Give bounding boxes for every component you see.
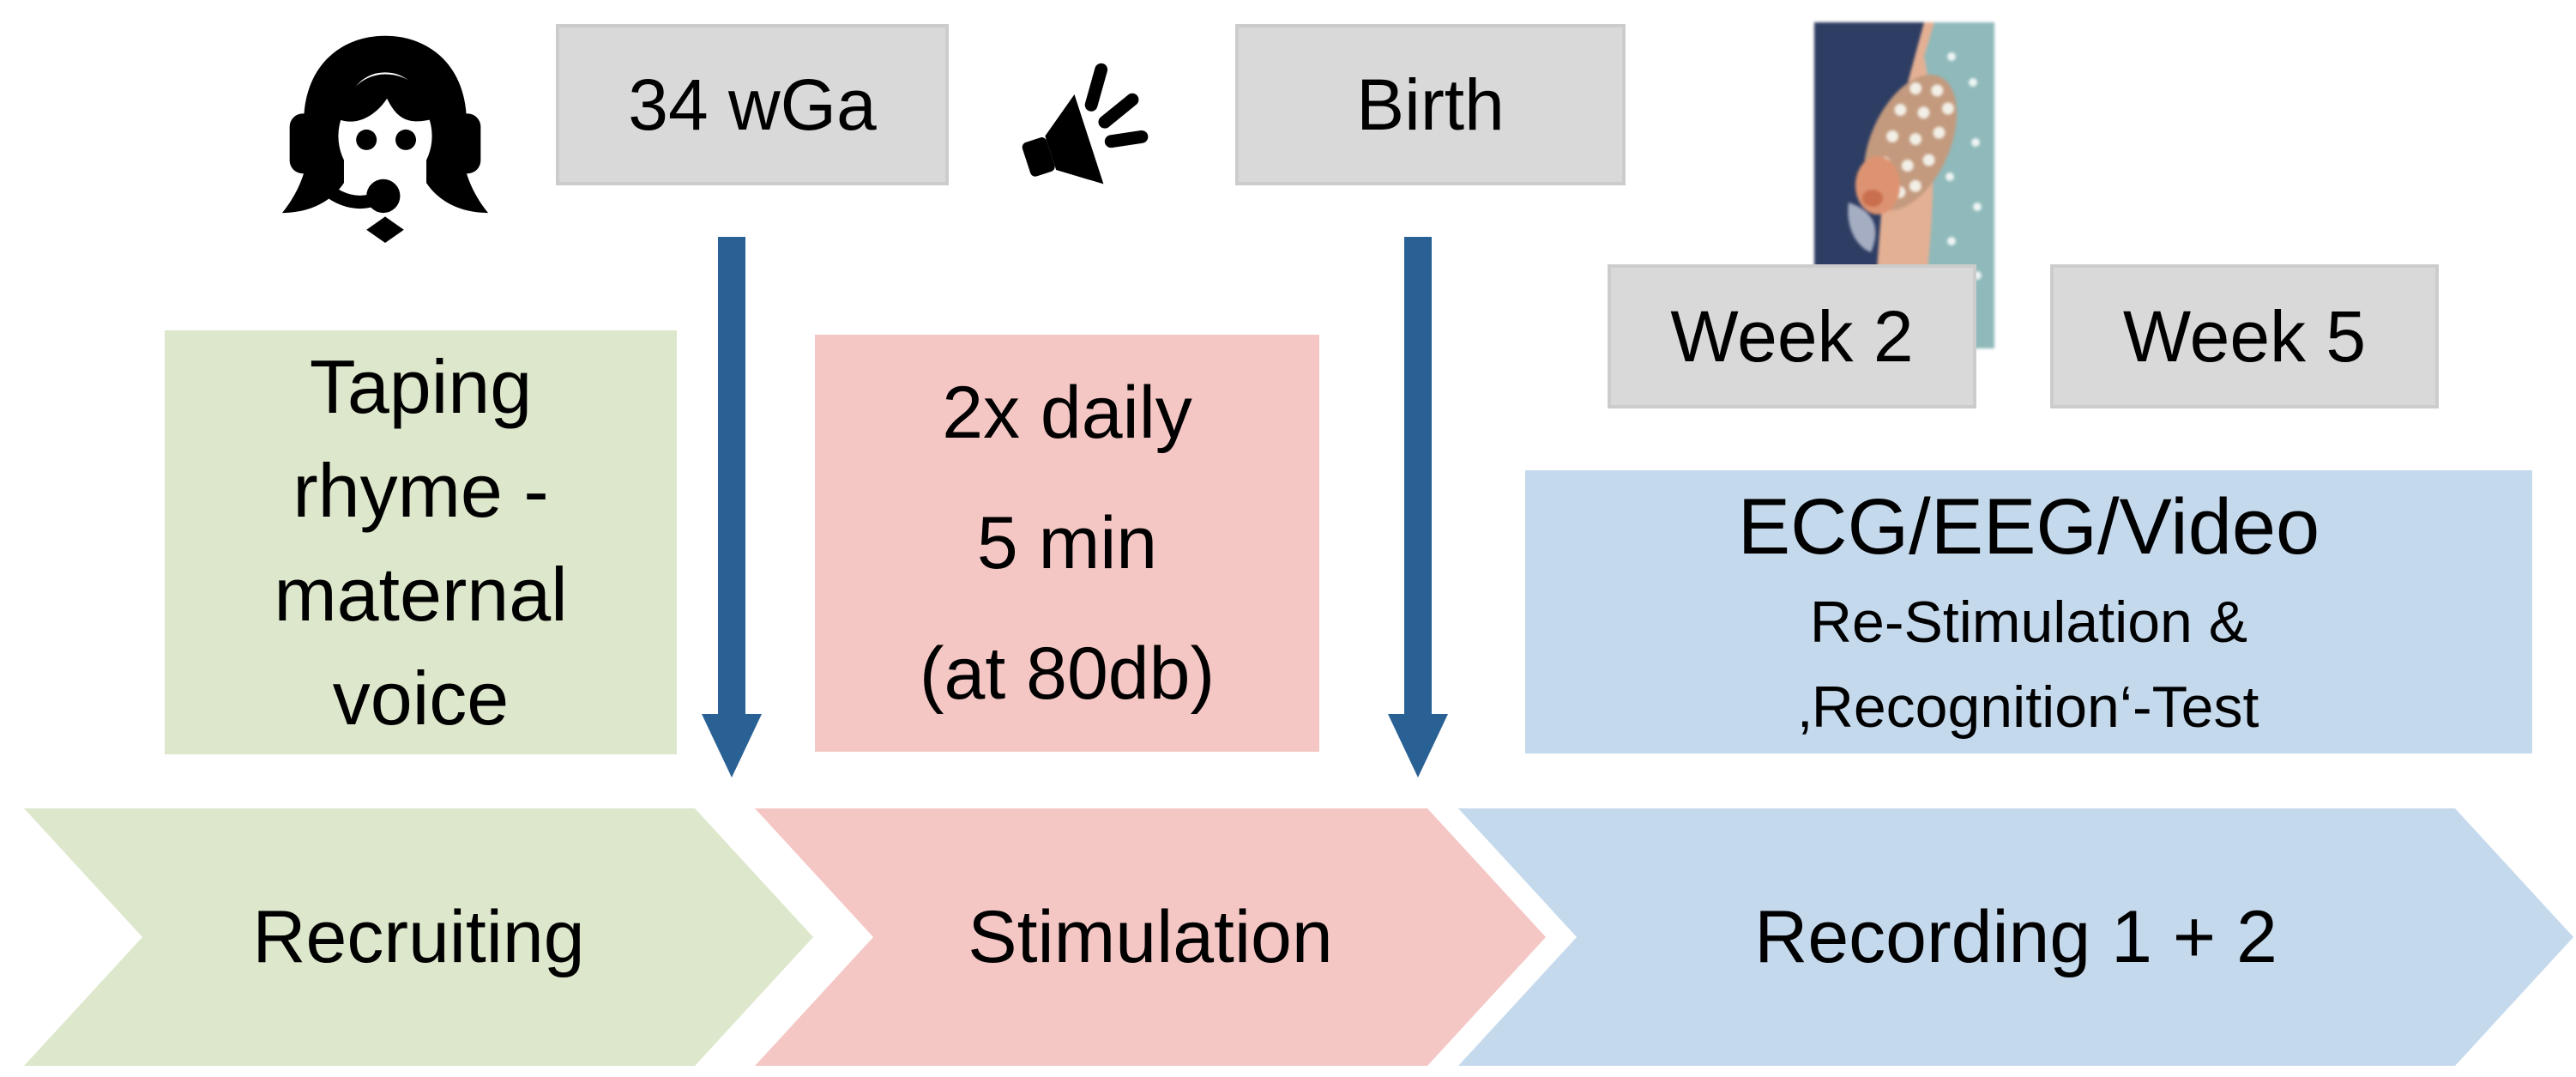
- stage-arrow-stimulation: Stimulation: [755, 808, 1546, 1066]
- recording-detail-box: ECG/EEG/Video Re-Stimulation & ‚Recognit…: [1525, 470, 2532, 753]
- taping-line-2: rhyme -: [293, 448, 549, 533]
- recording-line-1: ECG/EEG/Video: [1737, 483, 2320, 571]
- label-box-birth: Birth: [1235, 24, 1626, 185]
- label-box-week2: Week 2: [1608, 264, 1976, 408]
- down-arrow-birth-icon: [1386, 237, 1450, 779]
- taping-line-1: Taping: [309, 344, 533, 429]
- taping-line-3: maternal: [274, 552, 568, 637]
- taping-line-4: voice: [332, 656, 510, 741]
- down-arrow-34wga-icon-svg: [702, 237, 762, 777]
- label-week2-text: Week 2: [1670, 296, 1914, 377]
- stimulation-line-2: 5 min: [976, 502, 1158, 584]
- taping-rhyme-box: Taping rhyme - maternal voice: [165, 330, 677, 754]
- stage-recruiting-label: Recruiting: [252, 895, 585, 978]
- stage-recording-label: Recording 1 + 2: [1754, 895, 2277, 978]
- stage-arrow-recruiting: Recruiting: [24, 808, 813, 1066]
- stage-stimulation-label: Stimulation: [968, 895, 1333, 978]
- down-arrow-34wga-icon: [700, 237, 763, 779]
- label-34wga-text: 34 wGa: [628, 64, 877, 145]
- headset-operator-icon: [273, 10, 498, 251]
- loudspeaker-icon-svg: [1022, 63, 1149, 185]
- stimulation-line-3: (at 80db): [919, 632, 1216, 715]
- label-week5-text: Week 5: [2122, 296, 2367, 377]
- stimulation-detail-box: 2x daily 5 min (at 80db): [815, 335, 1319, 752]
- label-birth-text: Birth: [1356, 64, 1505, 145]
- stimulation-line-1: 2x daily: [942, 372, 1192, 454]
- label-box-34wga: 34 wGa: [556, 24, 949, 185]
- recording-line-3: ‚Recognition‘-Test: [1798, 675, 2259, 740]
- headset-operator-icon-svg: [281, 35, 489, 243]
- down-arrow-birth-icon-svg: [1388, 237, 1448, 777]
- loudspeaker-icon: [1010, 45, 1163, 227]
- recording-line-2: Re-Stimulation &: [1809, 590, 2248, 655]
- label-box-week5: Week 5: [2050, 264, 2439, 408]
- stage-arrow-recording: Recording 1 + 2: [1458, 808, 2573, 1066]
